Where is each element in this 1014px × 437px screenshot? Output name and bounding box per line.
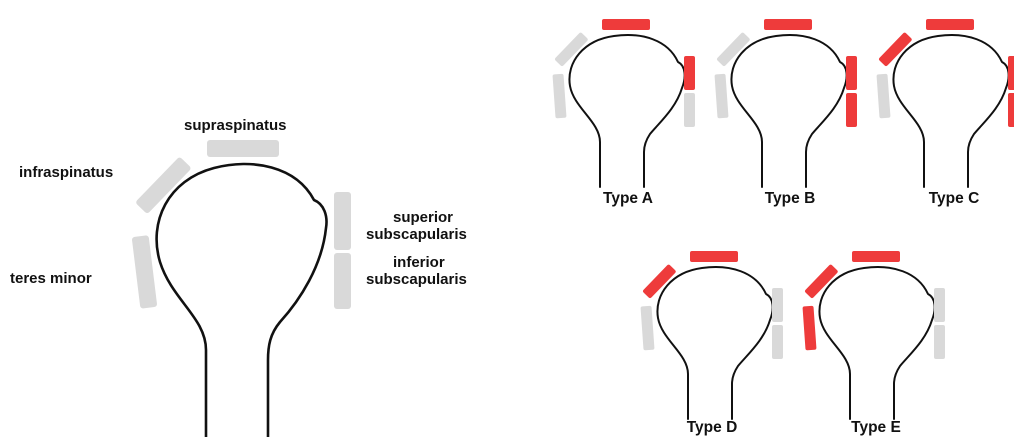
label-superior-subscapularis-1: superior <box>393 209 453 226</box>
inferior-subscapularis-bar-type-c <box>1008 93 1014 127</box>
supraspinatus-bar-type-d <box>690 251 738 262</box>
inferior-subscapularis-bar-type-b <box>846 93 857 127</box>
infraspinatus-bar-type-e <box>805 264 838 299</box>
inferior-subscapularis-bar-type-e <box>934 325 945 359</box>
infraspinatus-bar-type-a <box>555 32 588 67</box>
humerus-outline-type-e <box>818 266 936 420</box>
figure-type-c <box>876 19 1014 188</box>
teres-minor-bar <box>132 235 157 309</box>
figure-type-e <box>802 251 945 420</box>
figure-type-b <box>714 19 857 188</box>
muscle-bars <box>132 140 351 309</box>
label-supraspinatus: supraspinatus <box>184 117 287 134</box>
infraspinatus-bar-type-c <box>879 32 912 67</box>
superior-subscapularis-bar-type-c <box>1008 56 1014 90</box>
teres-minor-bar-type-a <box>552 73 567 119</box>
label-inferior-subscapularis-1: inferior <box>393 254 445 271</box>
reference-humerus-figure: supraspinatus infraspinatus teres minor … <box>10 117 467 437</box>
superior-subscapularis-bar-type-b <box>846 56 857 90</box>
superior-subscapularis-bar-type-d <box>772 288 783 322</box>
label-infraspinatus: infraspinatus <box>19 164 113 181</box>
teres-minor-bar-type-b <box>714 73 729 119</box>
infraspinatus-bar-type-b <box>717 32 750 67</box>
figure-type-d <box>640 251 783 420</box>
humerus-outline-type-c <box>892 34 1010 188</box>
label-type-d: Type D <box>687 419 738 436</box>
humerus-outline-type-b <box>730 34 848 188</box>
infraspinatus-bar-type-d <box>643 264 676 299</box>
humerus-outline <box>155 162 328 437</box>
teres-minor-bar-type-e <box>802 305 817 351</box>
label-inferior-subscapularis-2: subscapularis <box>366 271 467 288</box>
superior-subscapularis-bar-type-e <box>934 288 945 322</box>
supraspinatus-bar-type-e <box>852 251 900 262</box>
tear-type-figures: Type A Type B Type C Type D Type E <box>552 19 1014 436</box>
supraspinatus-bar-type-a <box>602 19 650 30</box>
teres-minor-bar-type-d <box>640 305 655 351</box>
superior-subscapularis-bar <box>334 192 351 250</box>
label-type-b: Type B <box>765 190 816 207</box>
supraspinatus-bar-type-c <box>926 19 974 30</box>
humerus-outline-type-d <box>656 266 774 420</box>
label-type-e: Type E <box>851 419 901 436</box>
label-teres-minor: teres minor <box>10 270 92 287</box>
infraspinatus-bar <box>136 157 191 214</box>
supraspinatus-bar <box>207 140 279 157</box>
supraspinatus-bar-type-b <box>764 19 812 30</box>
inferior-subscapularis-bar <box>334 253 351 309</box>
label-superior-subscapularis-2: subscapularis <box>366 226 467 243</box>
figure-type-a <box>552 19 695 188</box>
superior-subscapularis-bar-type-a <box>684 56 695 90</box>
label-type-c: Type C <box>929 190 980 207</box>
teres-minor-bar-type-c <box>876 73 891 119</box>
inferior-subscapularis-bar-type-d <box>772 325 783 359</box>
humerus-outline-type-a <box>568 34 686 188</box>
inferior-subscapularis-bar-type-a <box>684 93 695 127</box>
label-type-a: Type A <box>603 190 653 207</box>
